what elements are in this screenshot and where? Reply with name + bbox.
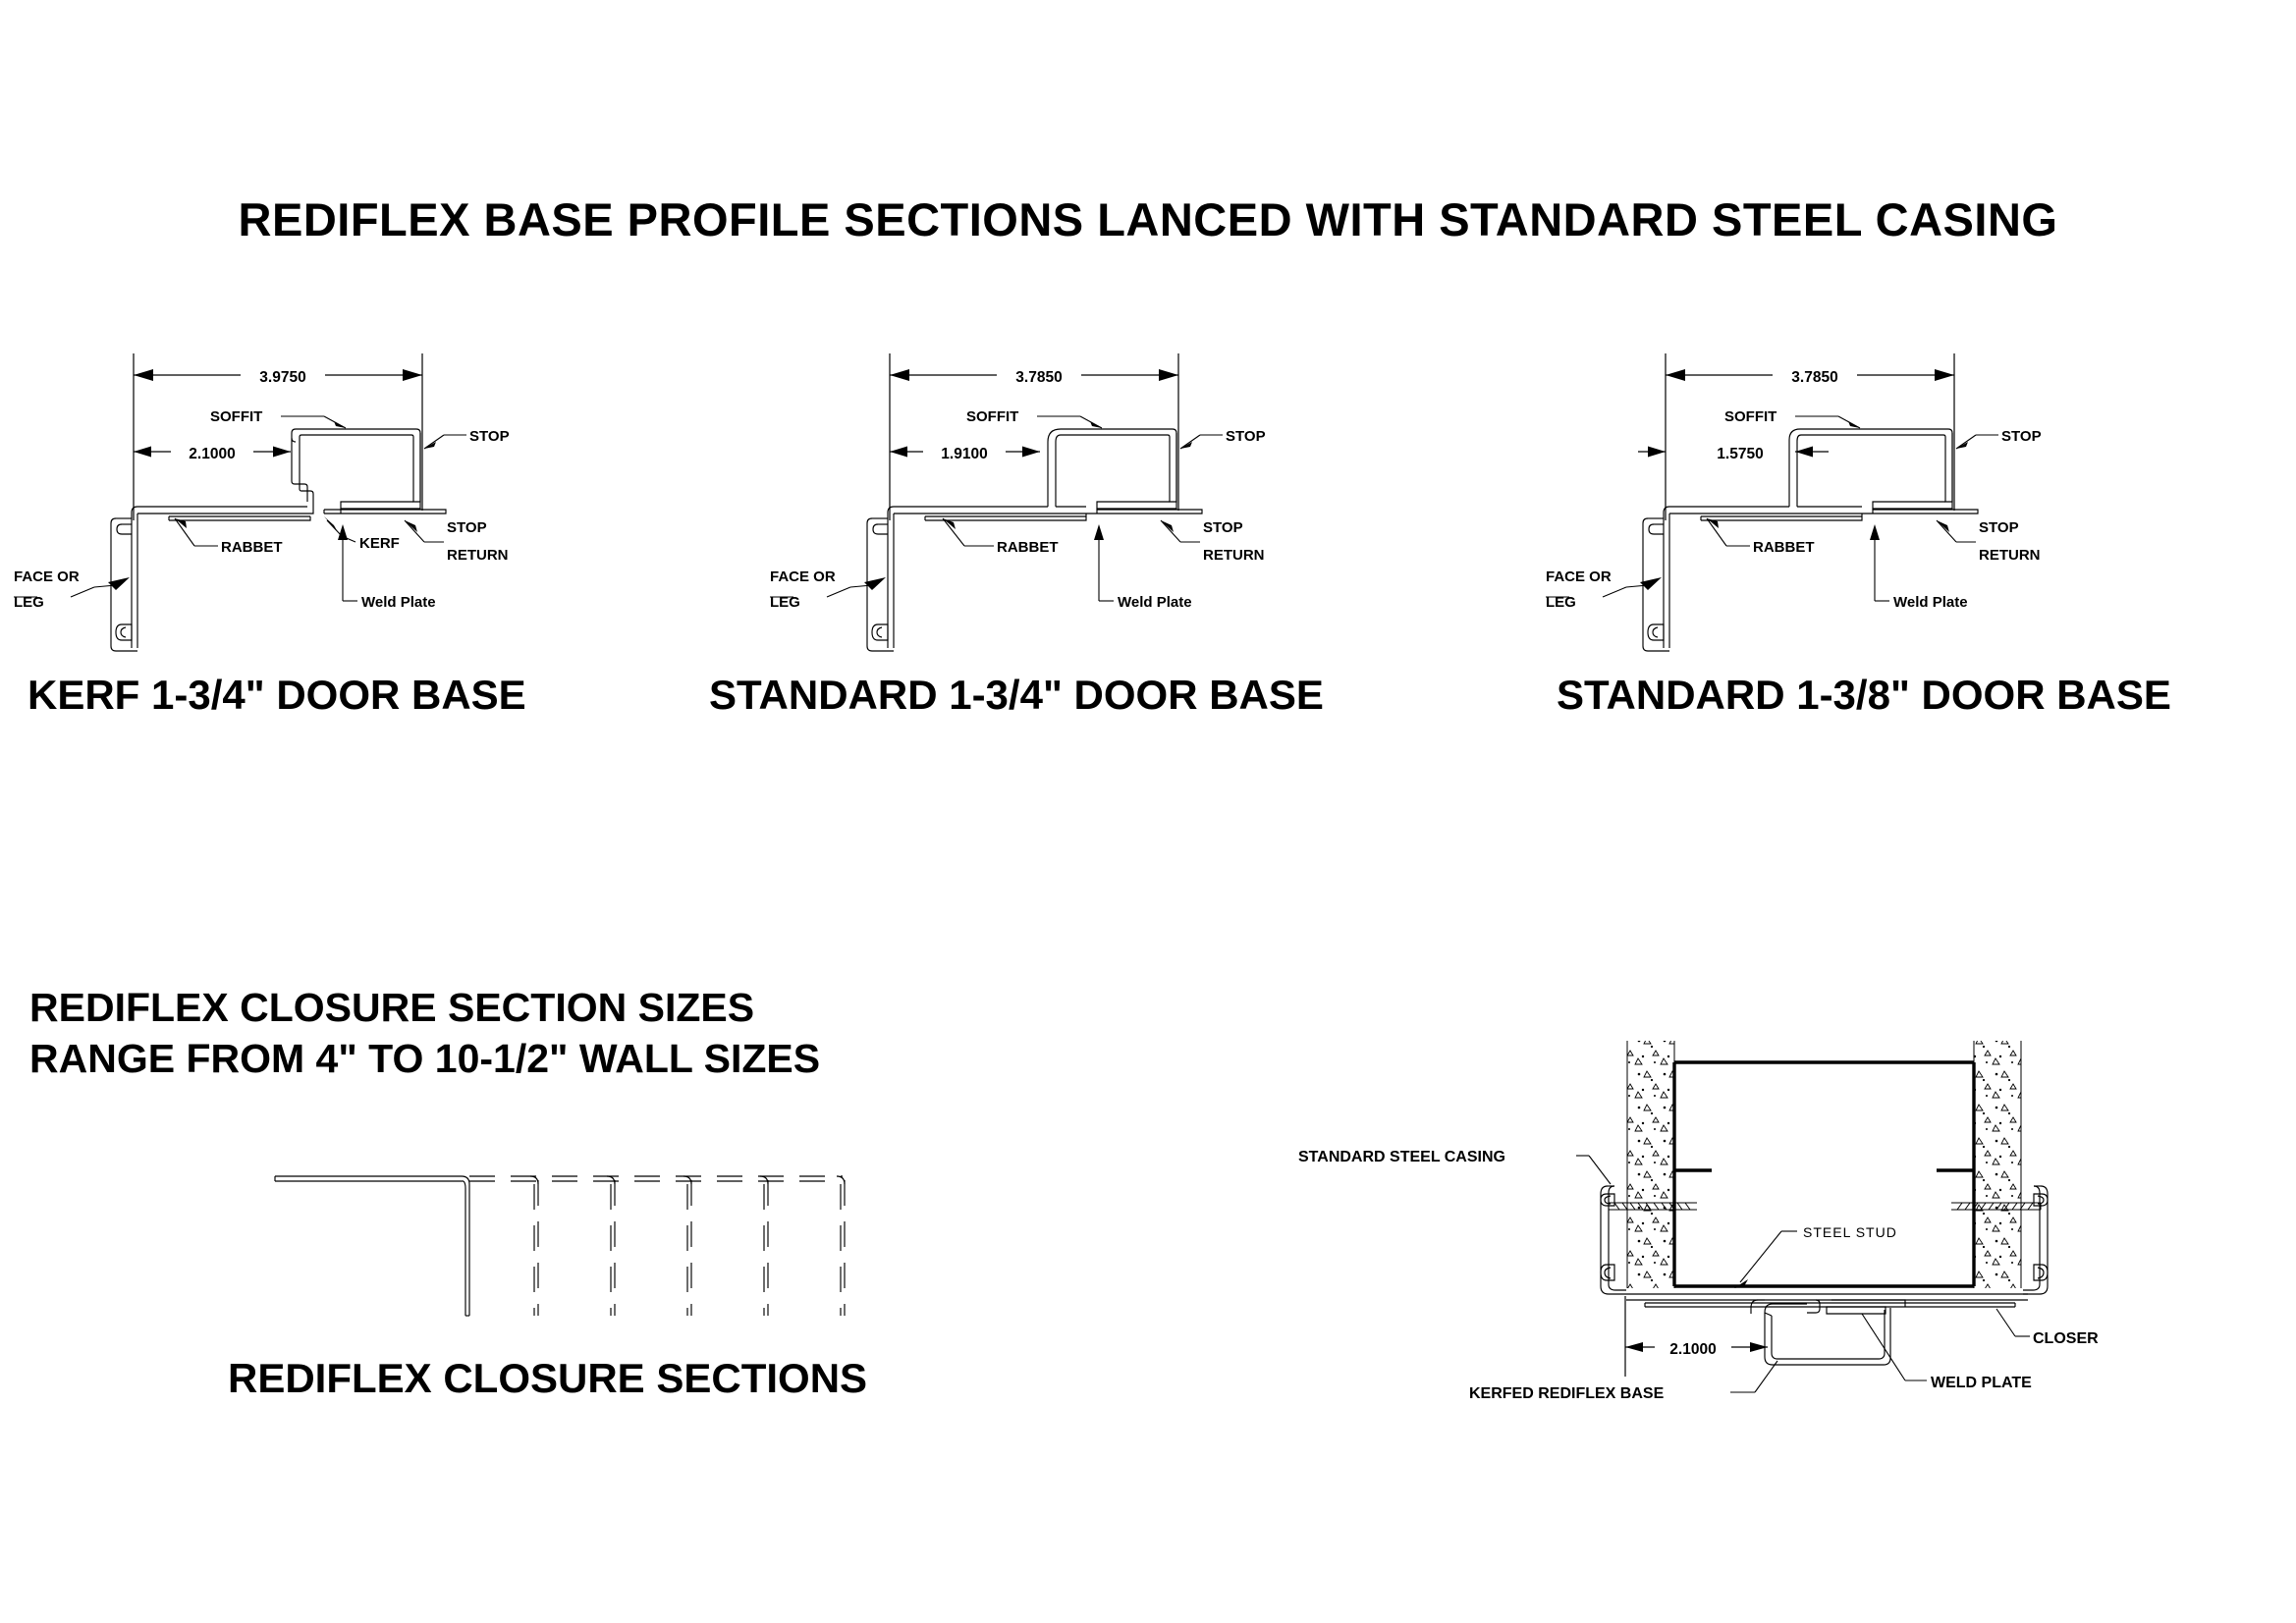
dimension-overall-3: 3.7850 (1791, 369, 1837, 386)
profile-diagram-2: 3.7850 1.9100 SOFFIT STOP RABBET STOP RE… (756, 324, 1365, 677)
page-title: REDIFLEX BASE PROFILE SECTIONS LANCED WI… (238, 193, 2058, 245)
label-stop-return-3: STOP (1979, 519, 2019, 536)
dimension-overall-2: 3.7850 (1015, 369, 1062, 386)
label-stop-return-1b: RETURN (447, 547, 509, 564)
label-leg-1: LEG (14, 594, 44, 611)
label-weld-plate-assembly: WELD PLATE (1931, 1375, 2032, 1391)
label-rabbet-2: RABBET (997, 539, 1059, 556)
dimension-inner-2: 1.9100 (941, 446, 987, 462)
label-face-or-2: FACE OR (770, 568, 836, 585)
label-stop-1: STOP (469, 428, 510, 445)
dimension-inner-1: 2.1000 (189, 446, 235, 462)
label-leg-3: LEG (1546, 594, 1576, 611)
profile-diagram-1: 3.9750 2.1000 SOFFIT STOP RABBET K (0, 324, 609, 677)
label-weld-plate-2: Weld Plate (1118, 594, 1192, 611)
label-steel-stud: STEEL STUD (1803, 1224, 1897, 1240)
label-stop-return-1: STOP (447, 519, 487, 536)
label-soffit-3: SOFFIT (1724, 408, 1777, 425)
label-weld-plate-3: Weld Plate (1893, 594, 1968, 611)
label-stop-return-3b: RETURN (1979, 547, 2041, 564)
label-standard-steel-casing: STANDARD STEEL CASING (1298, 1149, 1505, 1165)
profile-caption-1: KERF 1-3/4" DOOR BASE (27, 672, 526, 718)
label-rabbet-3: RABBET (1753, 539, 1815, 556)
closure-sections-diagram (255, 1149, 884, 1325)
label-soffit-2: SOFFIT (966, 408, 1018, 425)
screw-right (1951, 1202, 2042, 1211)
screw-left (1608, 1202, 1697, 1211)
label-kerf-1: KERF (359, 535, 400, 552)
dimension-inner-3: 1.5750 (1717, 446, 1763, 462)
closure-note-line-1: REDIFLEX CLOSURE SECTION SIZES (29, 985, 755, 1030)
assembly-dimension: 2.1000 (1669, 1341, 1716, 1358)
label-soffit-1: SOFFIT (210, 408, 262, 425)
label-leg-2: LEG (770, 594, 800, 611)
closure-sections-caption: REDIFLEX CLOSURE SECTIONS (228, 1355, 868, 1401)
profile-caption-3: STANDARD 1-3/8" DOOR BASE (1557, 672, 2171, 718)
label-rabbet-1: RABBET (221, 539, 283, 556)
profile-caption-2: STANDARD 1-3/4" DOOR BASE (709, 672, 1324, 718)
profile-diagram-3: 3.7850 1.5750 SOFFIT STOP RABBET STOP RE… (1532, 324, 2160, 677)
closure-note: REDIFLEX CLOSURE SECTION SIZES RANGE FRO… (29, 982, 820, 1084)
label-stop-return-2: STOP (1203, 519, 1243, 536)
label-stop-return-2b: RETURN (1203, 547, 1265, 564)
label-weld-plate-1: Weld Plate (361, 594, 436, 611)
label-face-or-3: FACE OR (1546, 568, 1612, 585)
label-face-or-1: FACE OR (14, 568, 80, 585)
closure-note-line-2: RANGE FROM 4" TO 10-1/2" WALL SIZES (29, 1036, 821, 1081)
label-closer: CLOSER (2033, 1330, 2099, 1347)
assembly-diagram: 2.1000 STANDARD STEEL CASING STEEL STUD … (1277, 1001, 2180, 1414)
label-stop-2: STOP (1226, 428, 1266, 445)
dimension-overall-1: 3.9750 (259, 369, 305, 386)
label-kerfed-rediflex-base: KERFED REDIFLEX BASE (1469, 1385, 1665, 1402)
label-stop-3: STOP (2001, 428, 2042, 445)
